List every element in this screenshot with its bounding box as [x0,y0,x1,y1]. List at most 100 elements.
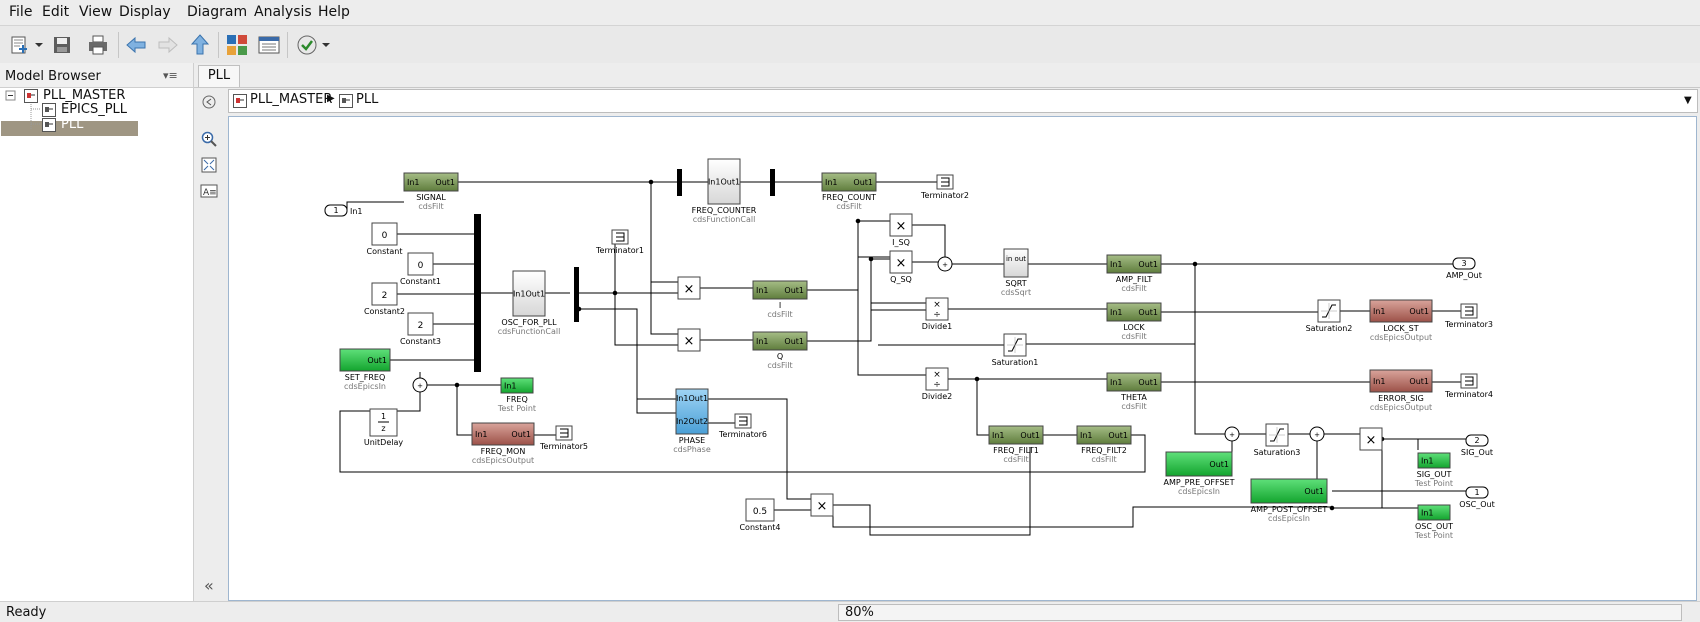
signal-line[interactable] [870,259,926,311]
back-icon[interactable] [122,31,150,59]
annotation-icon[interactable]: A≡ [200,182,218,200]
signal-line[interactable] [397,392,421,412]
product-block[interactable]: × [1359,427,1383,451]
signal-line[interactable] [807,220,890,291]
signal-line[interactable] [912,224,946,257]
menu-help[interactable]: Help [318,4,350,20]
block-i-sq[interactable]: ×I_SQ [889,213,913,247]
menu-analysis[interactable]: Analysis [254,4,312,20]
mux-bar[interactable] [574,267,579,322]
check-icon[interactable] [293,31,321,59]
new-model-icon[interactable] [6,31,34,59]
block-terminator2[interactable]: Terminator2 [920,174,969,200]
tab-pll[interactable]: PLL [198,65,240,87]
fit-to-view-icon[interactable] [200,156,218,174]
signal-line[interactable] [636,399,676,414]
tree-item-epics-pll[interactable]: EPICS_PLL [61,102,128,117]
sum-block[interactable]: + [1309,426,1325,442]
block-terminator3[interactable]: Terminator3 [1444,303,1493,329]
tree-item-pll[interactable]: PLL [61,117,84,132]
signal-line[interactable] [650,182,678,283]
signal-line[interactable] [708,398,811,500]
up-icon[interactable] [186,31,214,59]
signal-line[interactable] [650,282,678,335]
block-divide2[interactable]: ×÷Divide2 [922,367,952,401]
mux-bar[interactable] [474,214,481,372]
signal-line[interactable] [857,221,890,258]
model-explorer-icon[interactable] [255,31,283,59]
block-terminator1[interactable]: Terminator1 [595,229,644,255]
block-saturation2[interactable]: Saturation2 [1306,299,1353,333]
sum-block[interactable]: + [937,256,953,272]
hide-browser-icon[interactable] [200,93,218,111]
block-terminator6[interactable]: Terminator6 [718,413,767,439]
breadcrumb-pll[interactable]: PLL [356,92,379,107]
signal-line[interactable] [832,505,1332,528]
signal-line[interactable] [456,385,472,436]
library-browser-icon[interactable] [223,31,251,59]
breadcrumb-dropdown-icon[interactable]: ▼ [1684,95,1692,106]
signal-line[interactable] [1381,439,1418,509]
menu-file[interactable]: File [9,4,33,20]
tree-item-pll-master[interactable]: PLL_MASTER [43,88,126,103]
block-divide1[interactable]: ×÷Divide1 [922,297,952,331]
signal-line[interactable] [579,308,676,400]
signal-line[interactable] [976,379,989,436]
signal-line[interactable] [857,221,926,376]
print-icon[interactable] [84,31,112,59]
browser-menu-icon[interactable]: ▾≡ [163,69,178,82]
signal-line[interactable] [1382,438,1419,450]
signal-line[interactable] [807,258,890,342]
sum-block[interactable]: + [412,377,428,393]
collapse-panel-icon[interactable]: « [204,576,214,595]
check-dropdown-icon[interactable] [319,31,333,59]
product-block[interactable]: × [810,493,834,517]
block-saturation1[interactable]: Saturation1 [992,333,1039,367]
sum-block[interactable]: + [1224,426,1240,442]
block-saturation3[interactable]: Saturation3 [1254,423,1301,457]
block-terminator5[interactable]: Terminator5 [539,425,588,451]
block-q-sq[interactable]: ×Q_SQ [889,250,913,284]
menu-view[interactable]: View [79,4,113,20]
signal-line[interactable] [1194,264,1225,435]
product-block[interactable]: × [677,276,701,300]
signal-line[interactable] [339,410,1146,473]
menu-display[interactable]: Display [119,4,171,20]
signal-line[interactable] [833,448,1031,536]
save-icon[interactable] [48,31,76,59]
product-block[interactable]: × [677,328,701,352]
breadcrumb-pll-master[interactable]: PLL_MASTER [250,92,333,107]
mux-bar[interactable] [770,169,775,196]
new-dropdown-icon[interactable] [32,31,46,59]
signal-line[interactable] [614,293,678,346]
zoom-in-icon[interactable] [200,130,218,148]
